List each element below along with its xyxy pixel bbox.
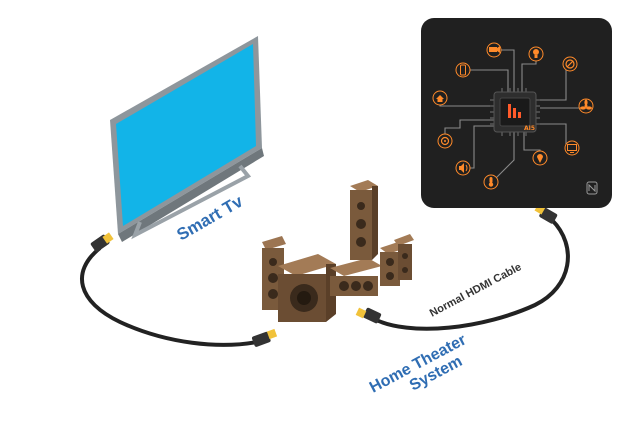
speaker-tower bbox=[350, 180, 378, 260]
hdmi-cable-right bbox=[355, 203, 570, 331]
smart-tv bbox=[110, 36, 264, 242]
subwoofer bbox=[278, 254, 336, 322]
hdmi-plug-theater-left bbox=[251, 328, 278, 347]
fan-icon bbox=[578, 98, 594, 114]
speaker-center bbox=[330, 258, 382, 296]
ai-chip-panel: AI5 bbox=[421, 18, 612, 208]
hdmi-cable-left bbox=[80, 232, 278, 347]
circuit-traces bbox=[439, 49, 582, 181]
tv-frame-edge bbox=[118, 148, 264, 242]
chip-label: AI5 bbox=[524, 125, 535, 132]
thermometer-icon bbox=[483, 174, 499, 190]
no-entry-icon bbox=[562, 56, 578, 72]
ai-chip-logo bbox=[508, 104, 521, 118]
gauge-icon bbox=[437, 133, 453, 149]
hdmi-plug-tv bbox=[90, 232, 114, 252]
speaker-icon bbox=[455, 160, 471, 176]
cable-label: Normal HDMI Cable bbox=[428, 261, 524, 320]
ai-chip: AI5 bbox=[490, 88, 540, 136]
speaker-right bbox=[380, 234, 414, 286]
home-theater-system bbox=[262, 180, 414, 322]
hdmi-plug-theater-right bbox=[355, 307, 382, 324]
home-icon bbox=[432, 90, 448, 106]
camera-icon bbox=[486, 42, 502, 58]
remote-icon bbox=[455, 62, 471, 78]
tv-stand bbox=[131, 164, 252, 240]
location-icon bbox=[532, 150, 548, 166]
bulb-icon bbox=[528, 46, 544, 62]
monitor-icon bbox=[564, 140, 580, 156]
tv-screen bbox=[116, 44, 256, 226]
nfc-icon bbox=[586, 181, 598, 195]
